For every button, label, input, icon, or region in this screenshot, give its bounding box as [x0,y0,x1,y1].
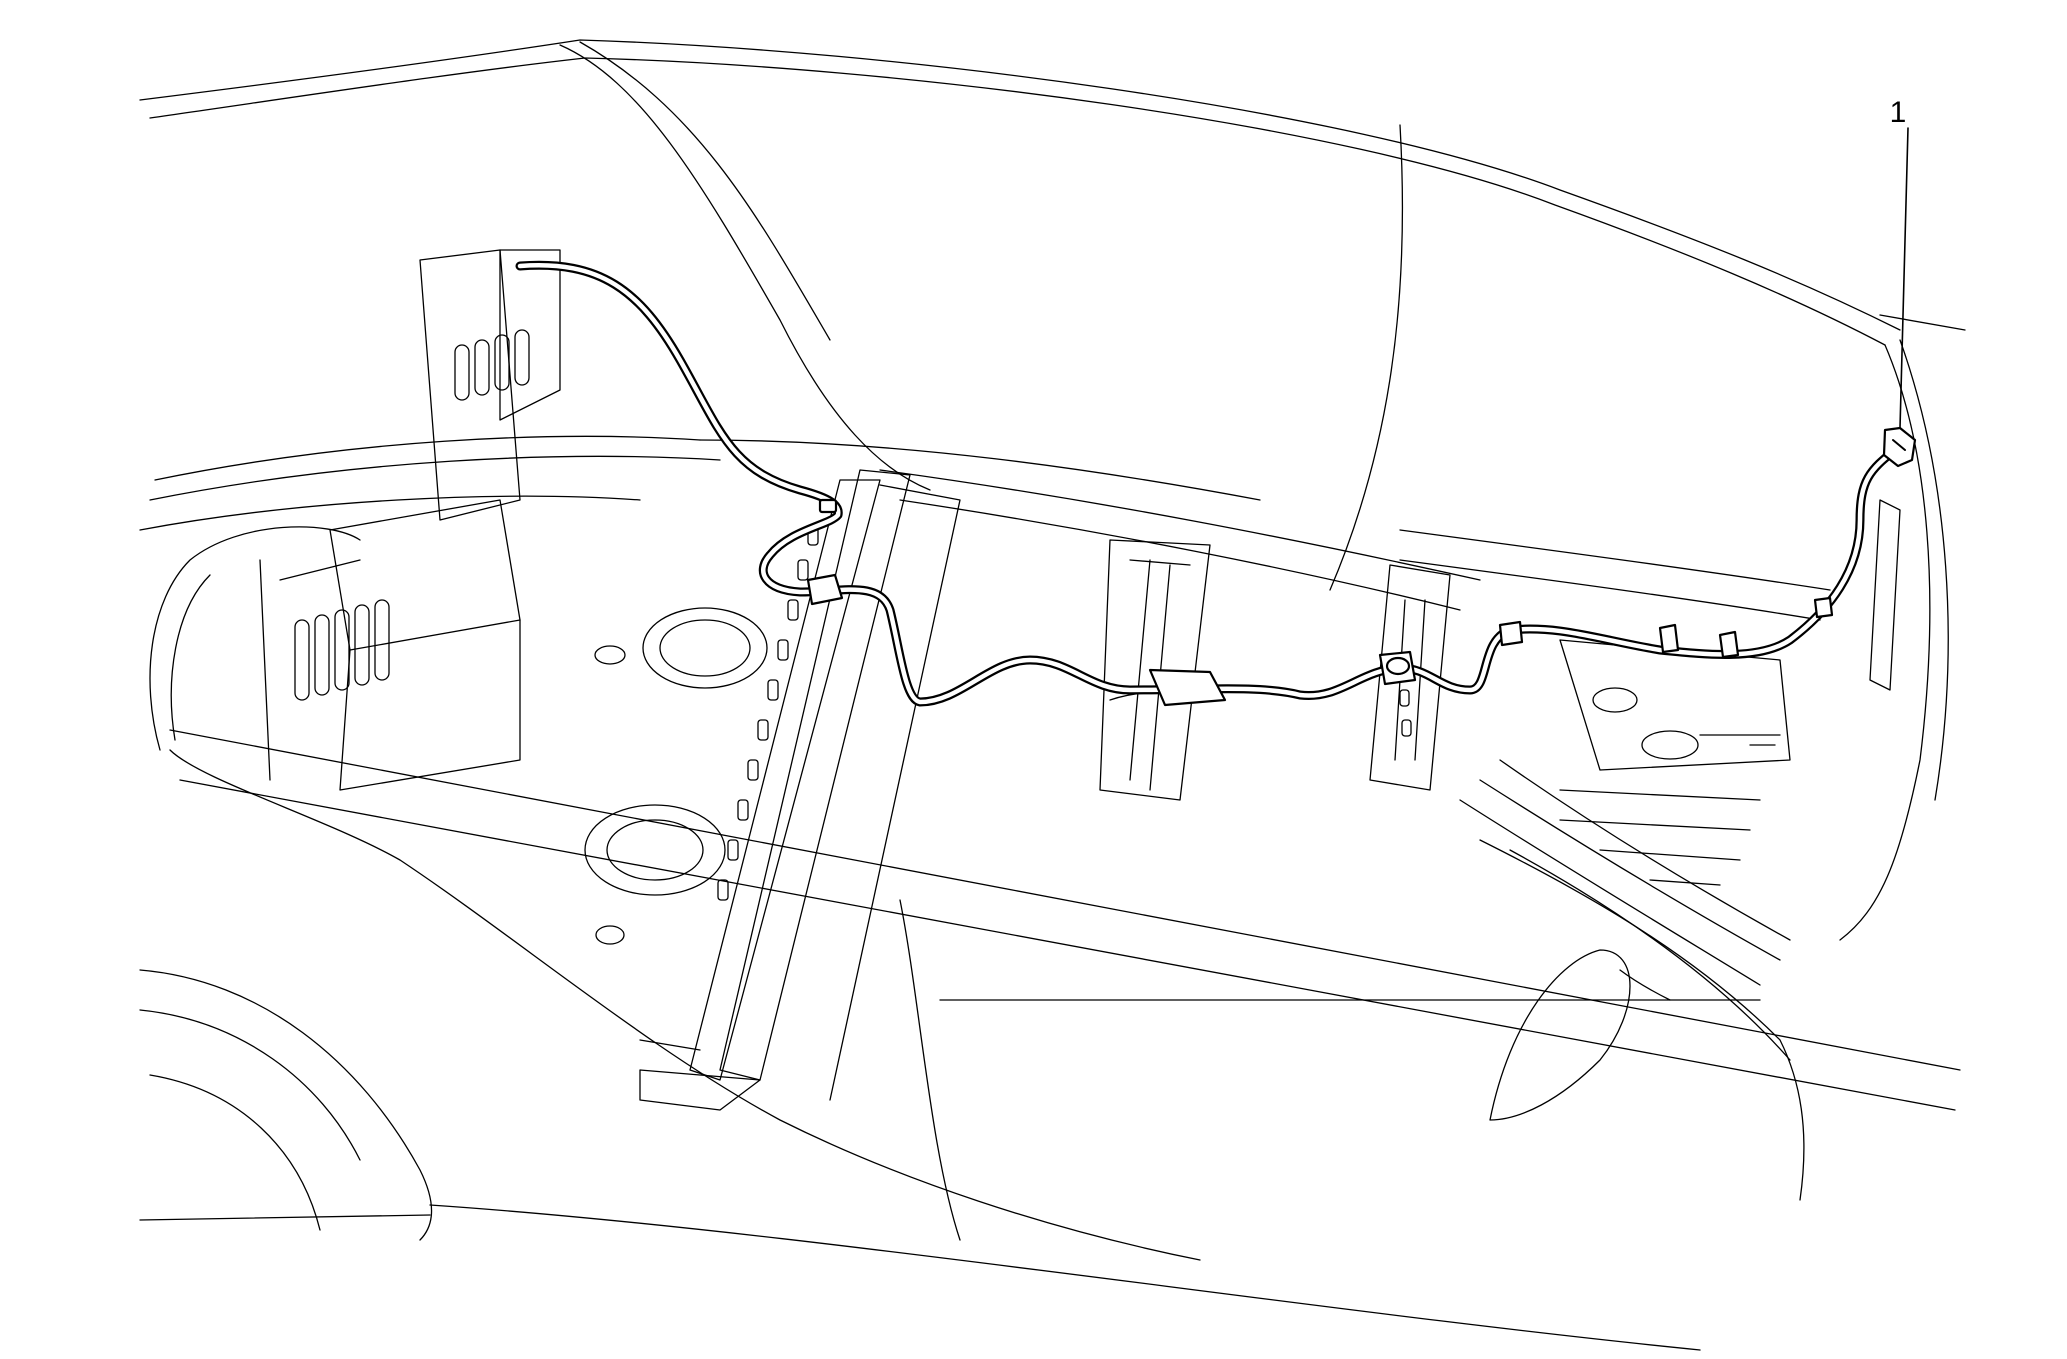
callout-1: 1 [1890,96,1909,429]
harness-clip [1658,623,1680,654]
vent-slots-left [294,329,530,701]
harness-grommet [1385,656,1411,676]
wiring-harness [515,260,1917,707]
harness-clip [818,498,838,514]
rail-holes [717,524,819,901]
callout-leader-line [1899,127,1909,429]
harness-clip [1813,596,1834,619]
floor-pan-structure [259,249,1901,1121]
harness-bracket [1148,668,1227,707]
vehicle-body-outline [139,39,1966,1351]
harness-clip [1498,620,1524,647]
harness-bracket [806,573,844,606]
harness-clip [1718,630,1740,659]
callout-label: 1 [1890,96,1907,129]
